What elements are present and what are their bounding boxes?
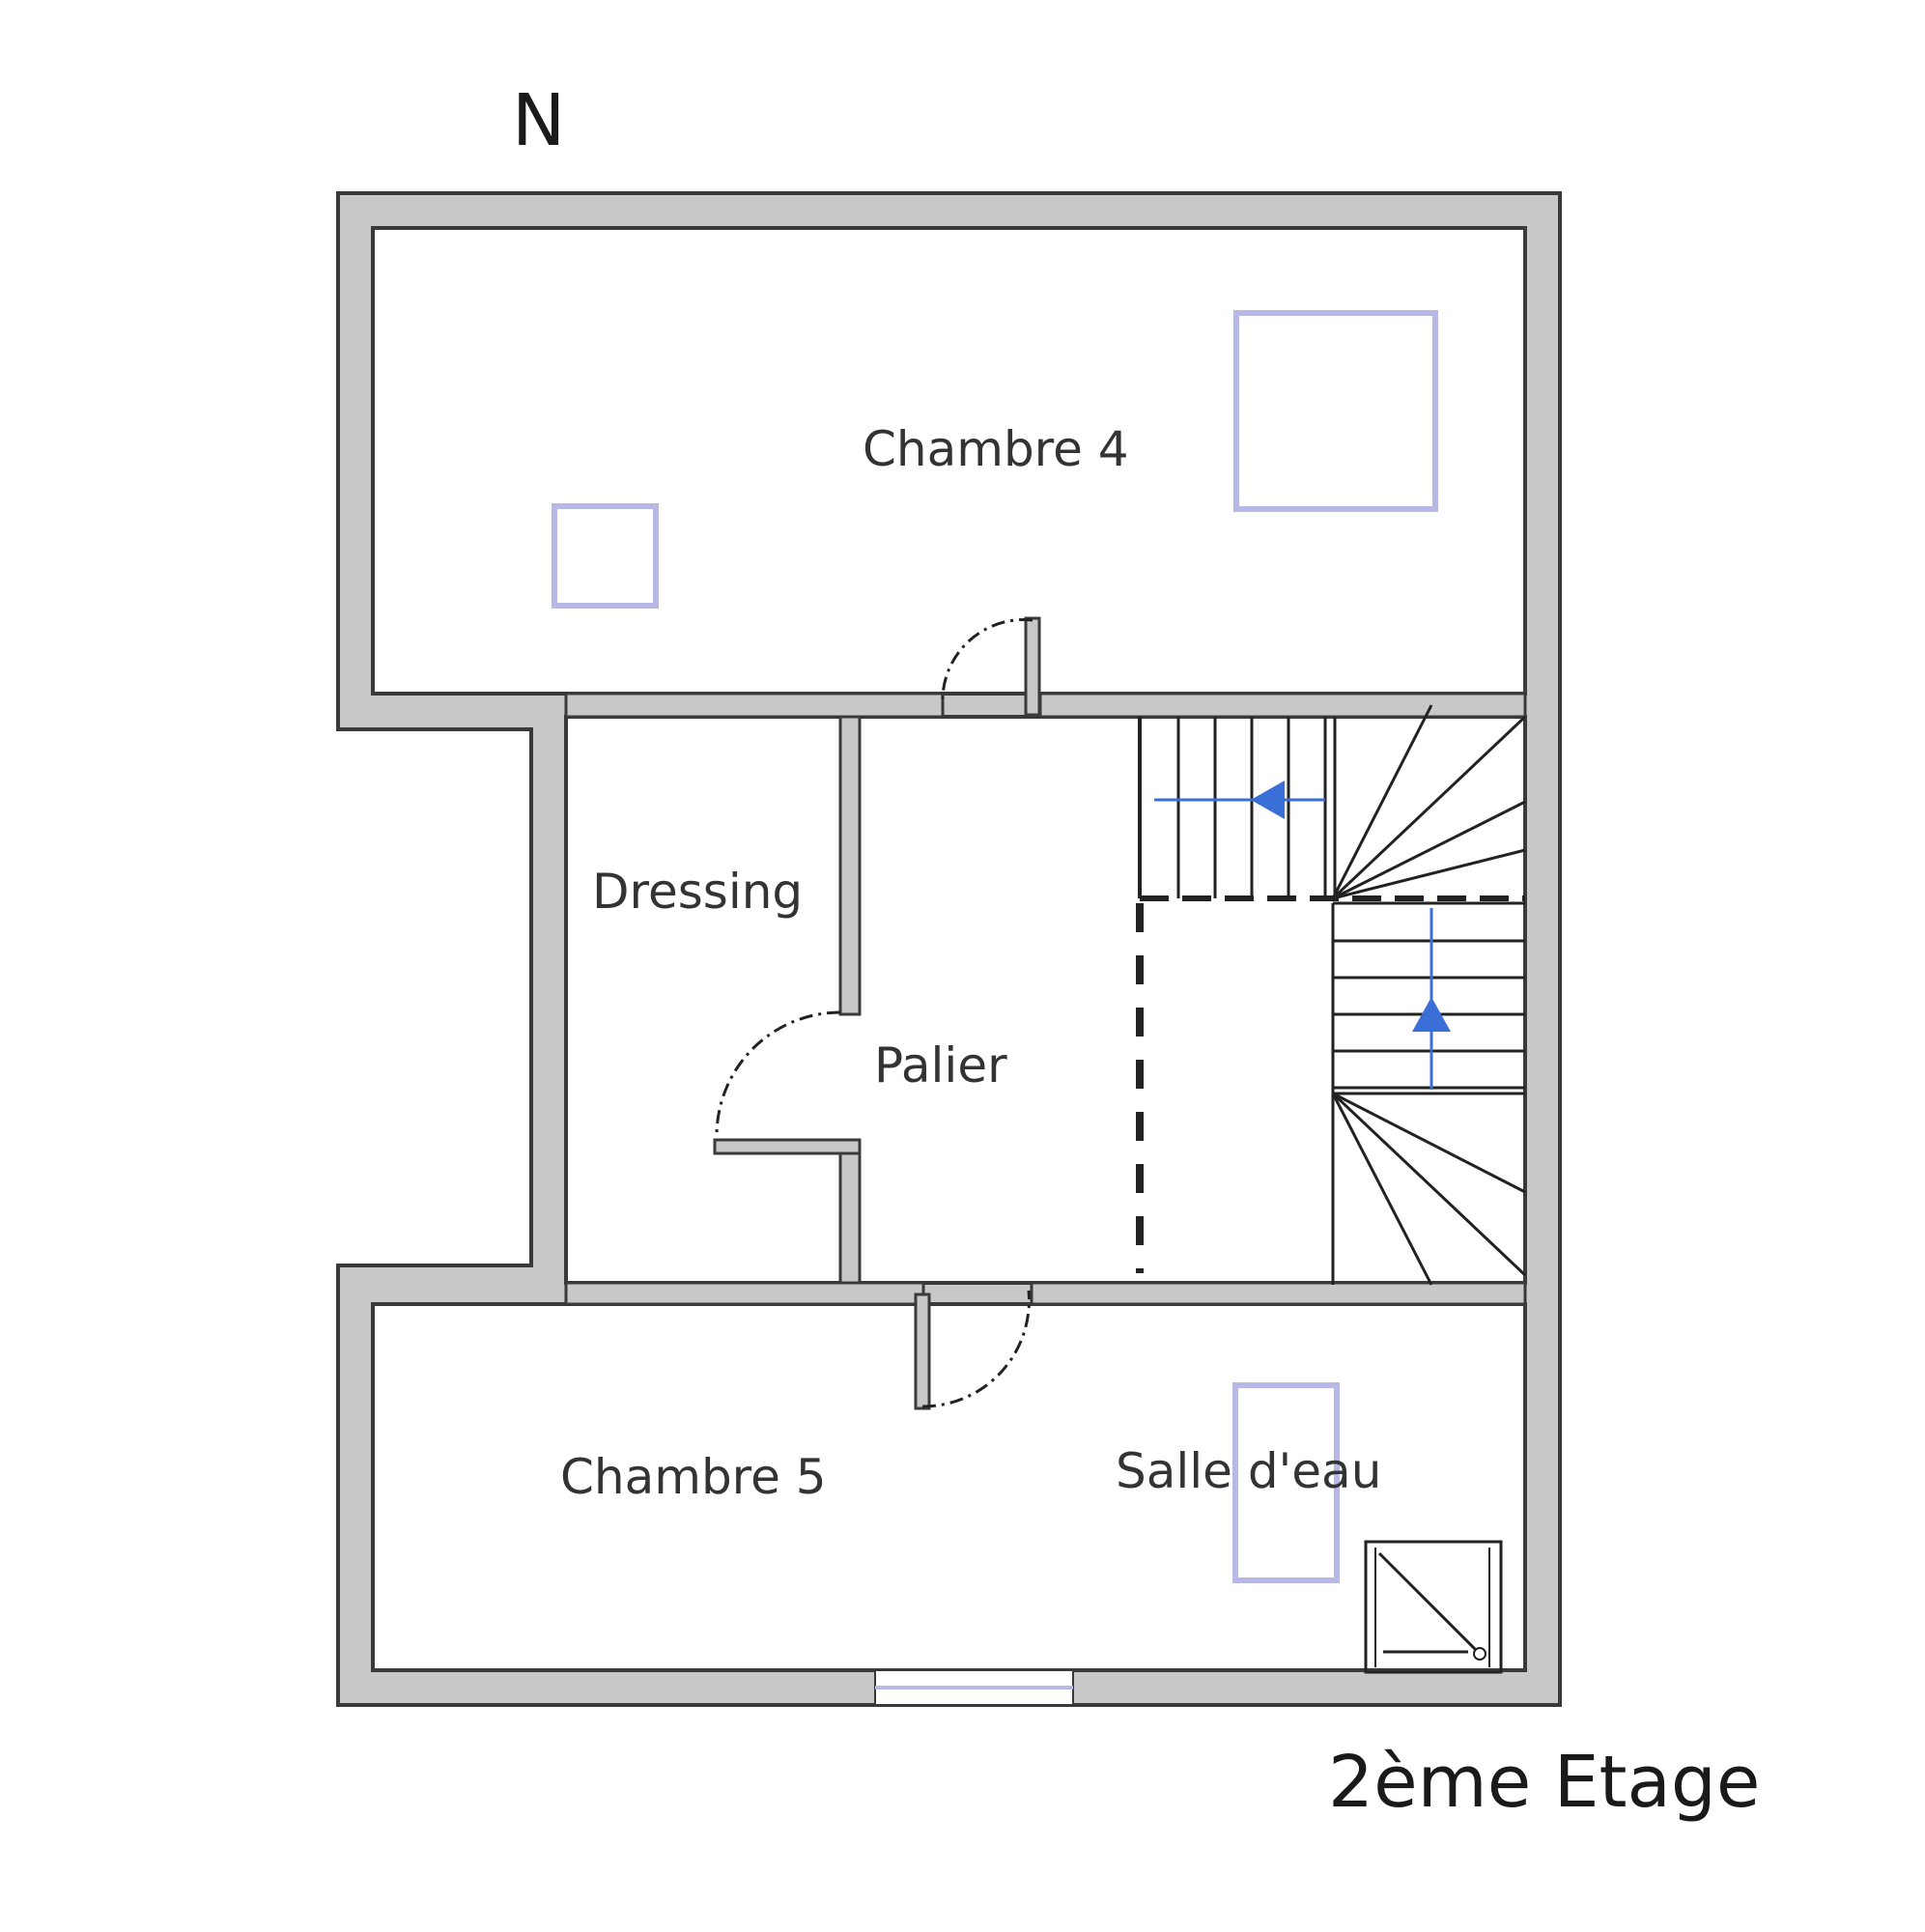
room-label-dressing: Dressing [592,864,803,920]
room-label-chambre-4: Chambre 4 [863,421,1129,477]
floor-level-label: 2ème Etage [1328,1741,1760,1824]
stair-direction-arrows [1154,781,1451,1090]
north-label: N [512,79,565,162]
skylight-large [1233,310,1438,512]
interior-walls [564,616,1527,1410]
room-label-salle-eau: Salle d'eau [1116,1443,1381,1499]
room-label-chambre-5: Chambre 5 [560,1449,827,1505]
door-swings [715,618,1033,1408]
south-window [874,1669,1074,1706]
shower-icon [1364,1540,1503,1674]
staircase [1136,704,1527,1286]
skylight-small [552,503,659,609]
room-label-palier: Palier [874,1037,1007,1094]
skylight-bathroom [1232,1382,1340,1583]
